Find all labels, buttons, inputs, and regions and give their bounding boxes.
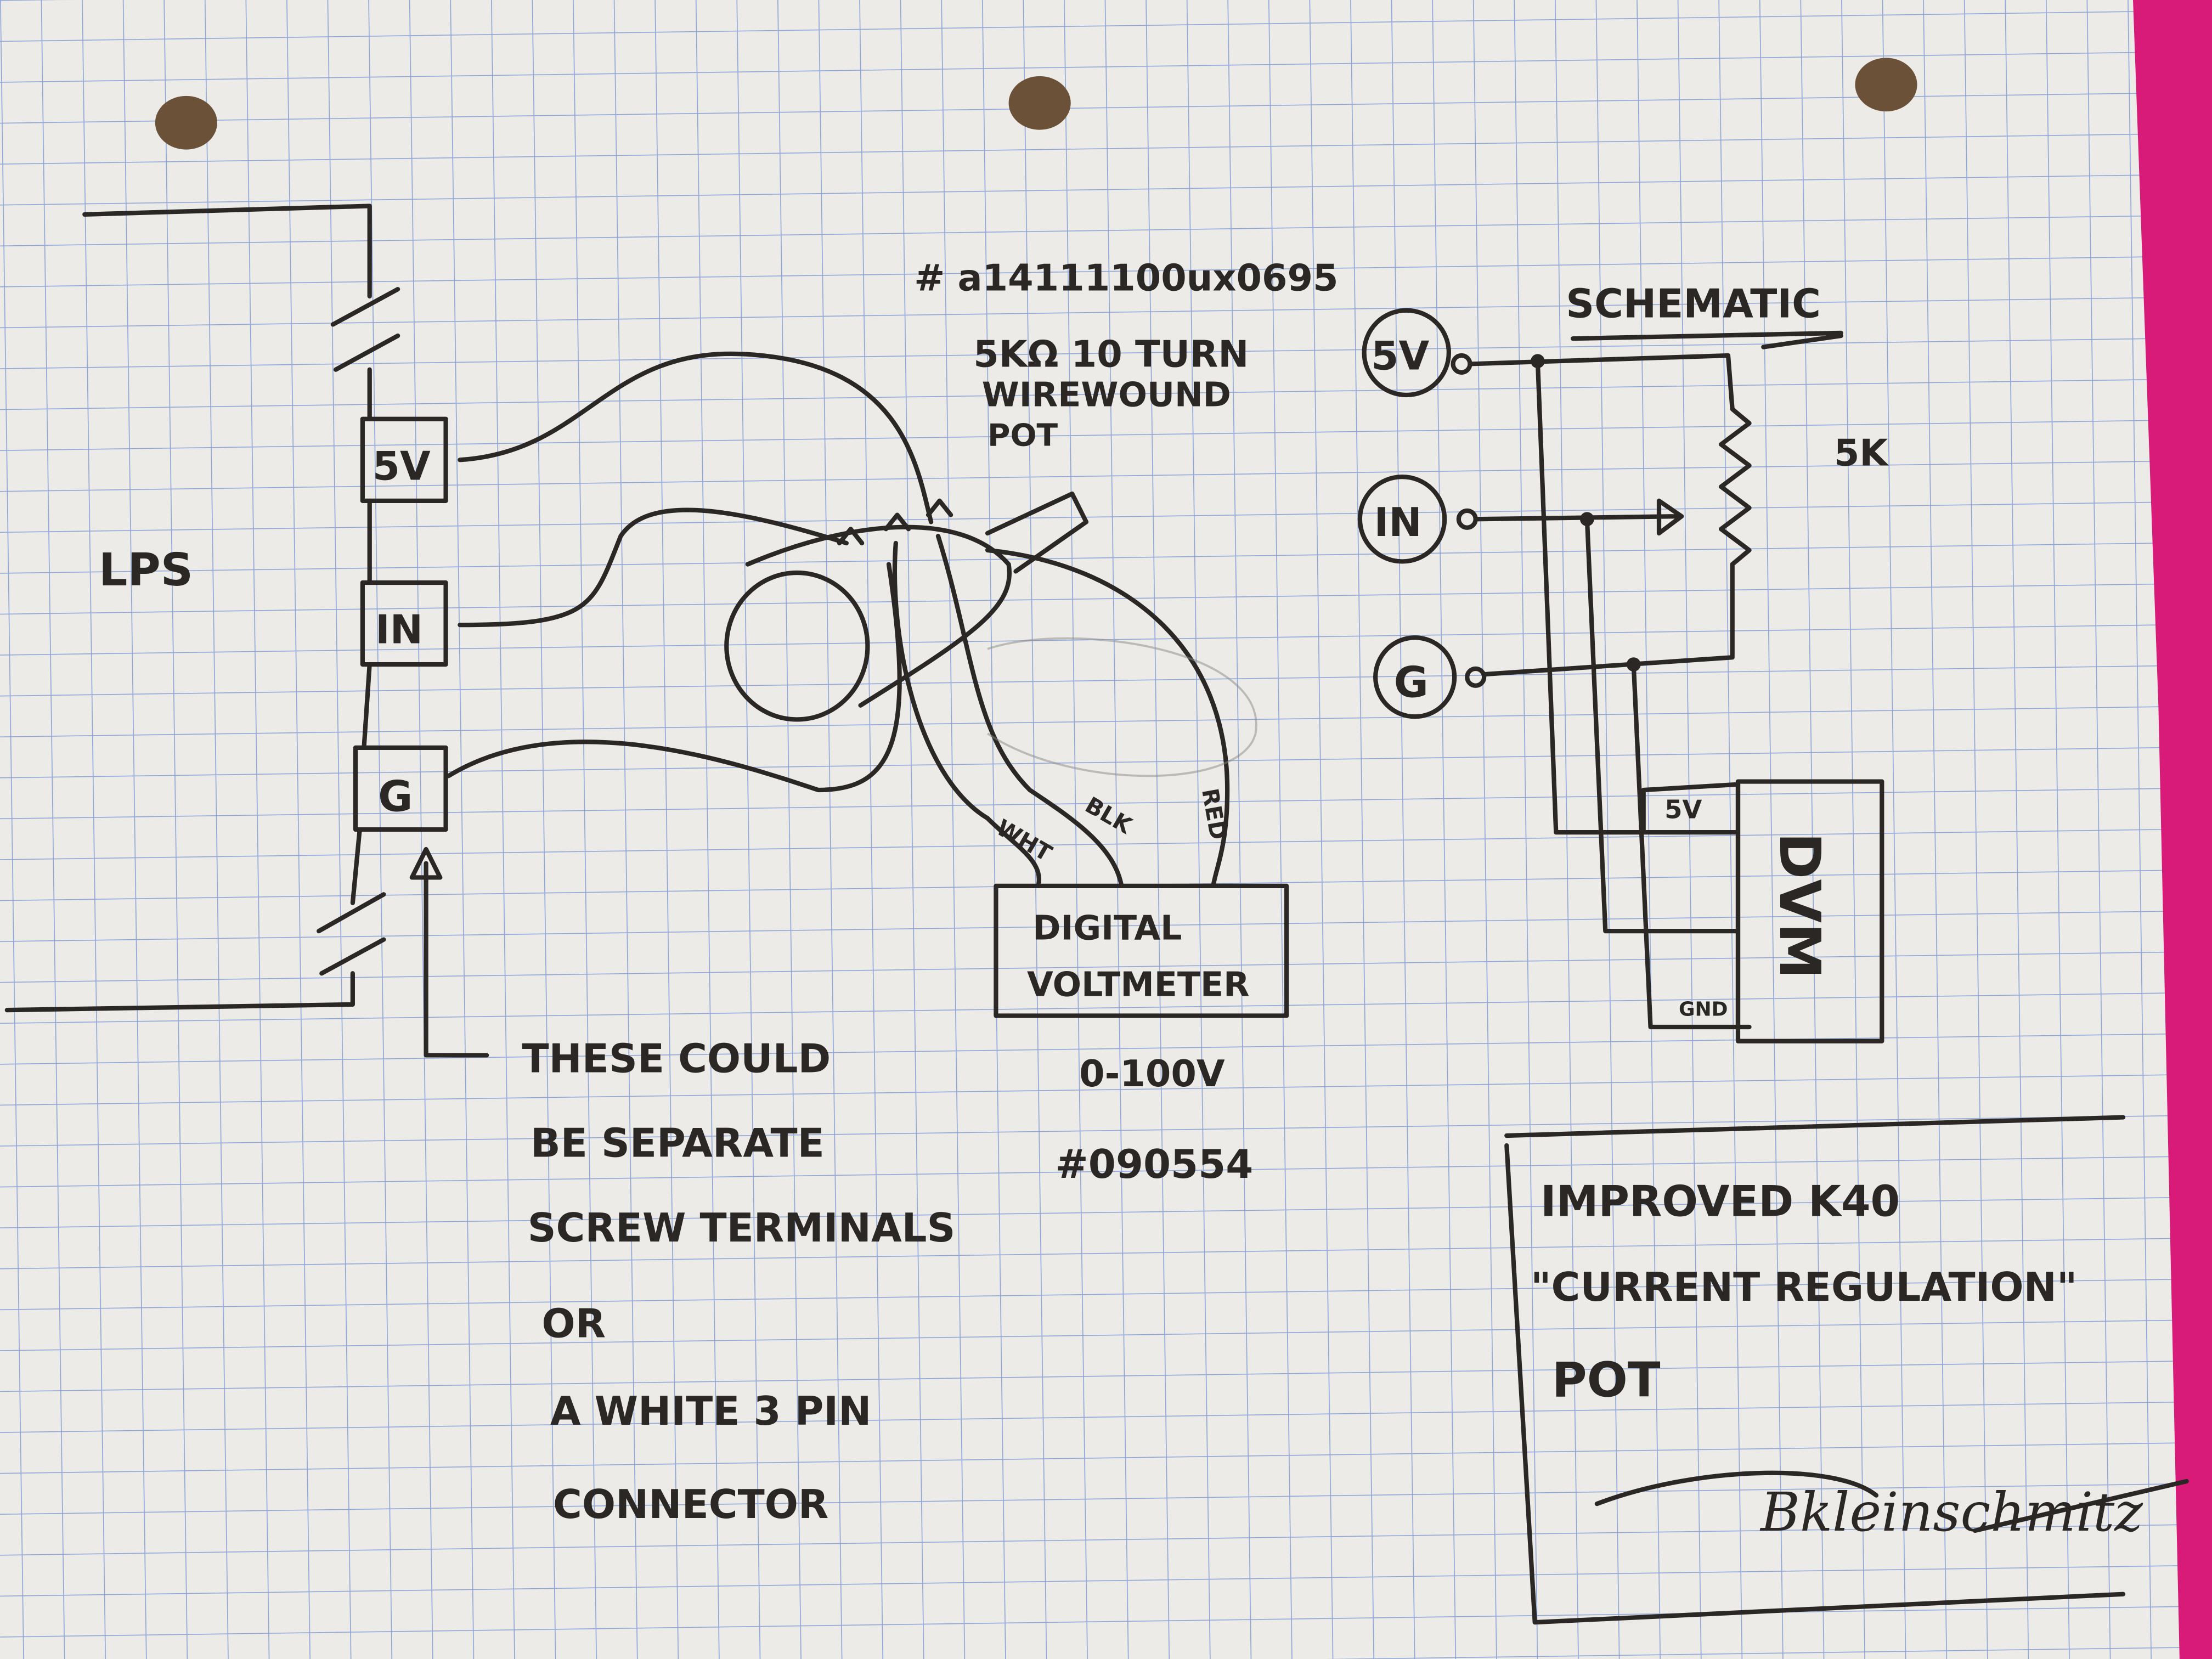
title-line1: IMPROVED K40 — [1541, 1177, 1900, 1227]
dvm-pin-5v: 5V — [1664, 794, 1702, 824]
schematic-wiring — [1451, 353, 1884, 1043]
terminal-g: G — [353, 745, 448, 832]
terminal-note: THESE COULD BE SEPARATE SCREW TERMINALS … — [522, 1035, 955, 1527]
svg-text:IN: IN — [375, 607, 423, 653]
node-in: IN — [1374, 499, 1422, 545]
svg-text:G: G — [378, 772, 413, 822]
pot-spec-line2: WIREWOUND — [982, 375, 1231, 415]
title-line2: "CURRENT REGULATION" — [1531, 1264, 2077, 1310]
terminal-5v: 5V — [360, 416, 448, 503]
resistor-label: 5K — [1834, 432, 1889, 475]
svg-text:VOLTMETER: VOLTMETER — [1027, 964, 1250, 1004]
lps-enclosure: LPS — [4, 204, 400, 1013]
dvm-pin-gnd: GND — [1679, 998, 1728, 1020]
svg-text:DIGITAL: DIGITAL — [1032, 909, 1182, 948]
svg-text:BE SEPARATE: BE SEPARATE — [531, 1120, 825, 1166]
pot-drawing: # a14111100ux0695 5KΩ 10 TURN WIREWOUND … — [724, 257, 1339, 867]
svg-text:SCREW TERMINALS: SCREW TERMINALS — [528, 1205, 956, 1251]
digital-voltmeter: DIGITAL VOLTMETER 0-100V #090554 — [994, 883, 1289, 1187]
svg-text:OR: OR — [541, 1301, 606, 1347]
svg-text:CONNECTOR: CONNECTOR — [553, 1481, 828, 1527]
svg-text:THESE COULD: THESE COULD — [522, 1035, 831, 1081]
meter-range: 0-100V — [1079, 1052, 1225, 1095]
meter-part-number: #090554 — [1055, 1141, 1253, 1187]
wires — [409, 351, 1230, 1058]
title-line3: POT — [1552, 1352, 1661, 1408]
schematic: SCHEMATIC 5V IN G 5K DVM 5V GND — [1357, 281, 1889, 1043]
node-5v: 5V — [1371, 333, 1429, 379]
signature: Bkleinschmitz — [1759, 1481, 2143, 1544]
svg-text:A WHITE 3 PIN: A WHITE 3 PIN — [550, 1388, 872, 1434]
node-g: G — [1394, 658, 1429, 707]
pot-spec-line3: POT — [988, 417, 1058, 454]
binder-strip — [2133, 0, 2212, 1659]
pot-spec-line1: 5KΩ 10 TURN — [973, 333, 1249, 376]
lps-label: LPS — [99, 544, 193, 596]
dvm-label: DVM — [1767, 832, 1832, 979]
schematic-title: SCHEMATIC — [1566, 281, 1821, 327]
title-block: IMPROVED K40 "CURRENT REGULATION" POT Bk… — [1504, 1115, 2189, 1625]
terminal-in: IN — [360, 580, 448, 667]
svg-text:5V: 5V — [373, 443, 431, 489]
pot-part-number: # a14111100ux0695 — [914, 257, 1338, 300]
binder-holes — [155, 58, 1917, 150]
